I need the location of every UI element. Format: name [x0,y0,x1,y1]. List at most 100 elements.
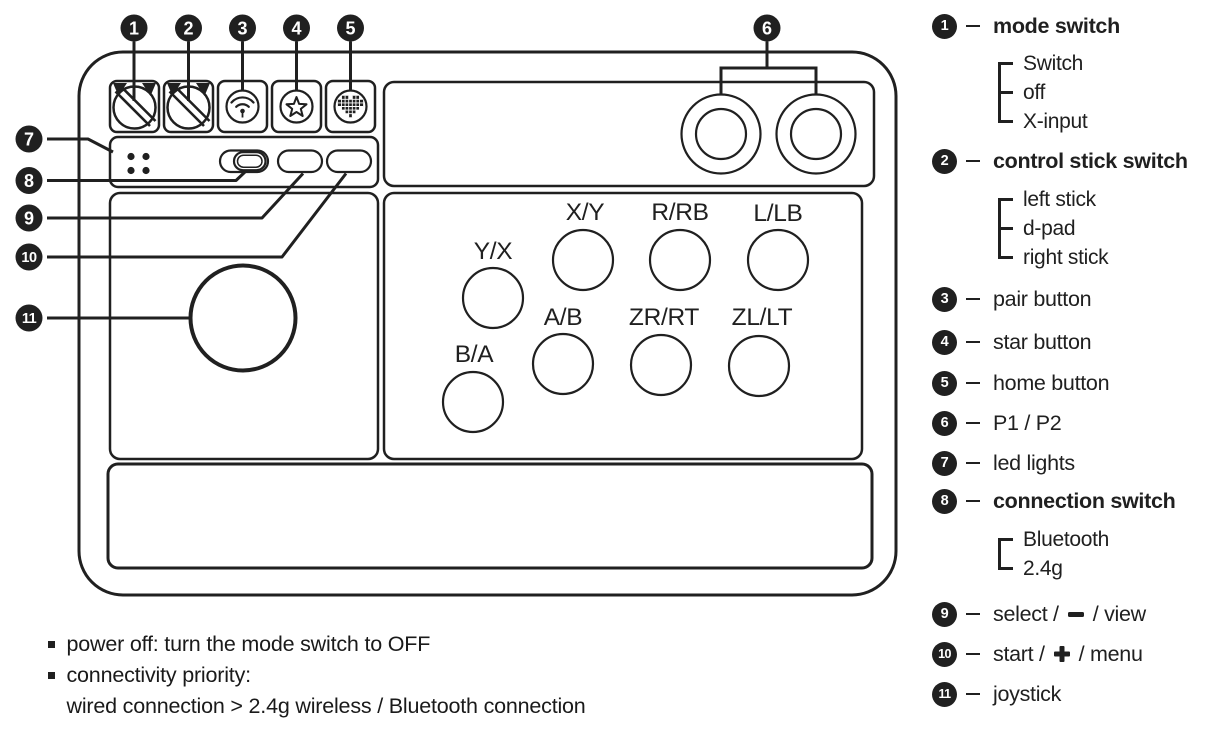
note-text: power off: turn the mode switch to OFF [66,632,431,656]
legend-label: connection switch [993,488,1176,513]
button-label-zllt: ZL/LT [732,304,793,331]
legend-label: star button [993,329,1092,354]
callout-badge-6 [753,14,781,42]
legend-item-pair-button: 3 pair button [932,285,1092,313]
star-icon [285,96,308,117]
callout-num-3: 3 [237,19,247,39]
button-rrb [648,228,712,292]
button-ab [531,332,595,396]
legend-subs-mode: Switch off X-input [998,49,1088,136]
button-xy [551,228,615,292]
legend-item-home-button: 5 home button [932,369,1110,397]
legend-label: control stick switch [993,148,1188,173]
dash-icon [966,421,980,425]
badge-9: 9 [932,601,957,627]
callout-badge-1 [120,14,148,42]
start-pill [325,149,373,174]
button-yx [461,266,525,330]
legend-item-led-lights: 7 led lights [932,449,1075,477]
legend-item-start: 10 start / / menu [932,640,1143,668]
note-connectivity-continuation: wired connection > 2.4g wireless / Bluet… [48,691,586,722]
badge-1: 1 [932,13,957,39]
tree-line [998,539,1001,570]
callout-num-5: 5 [345,19,355,39]
legend-sub-item: off [998,78,1087,107]
badge-7: 7 [932,450,957,476]
callout-num-7: 7 [24,130,34,150]
badge-5: 5 [932,370,957,396]
button-label-ab: A/B [544,304,583,331]
callout-num-6: 6 [762,19,772,39]
callout-badge-10 [15,243,43,271]
dash-icon [966,652,980,656]
button-label-rrb: R/RB [651,199,708,226]
callout-badge-11 [15,304,43,332]
callout-bracket-6 [719,66,818,95]
legend-label: pair button [993,286,1092,311]
dash-icon [966,340,980,344]
legend-label: joystick [993,681,1062,706]
callout-num-11: 11 [22,311,37,327]
callout-badge-3 [229,14,256,42]
p2-button-inner [789,107,843,161]
legend-label: P1 / P2 [993,410,1062,435]
callout-num-9: 9 [24,209,34,229]
button-label-llb: L/LB [753,200,802,227]
legend-sub-item: 2.4g [998,554,1109,583]
connection-toggle [218,149,270,174]
bullet-icon [48,672,55,679]
callout-line-10 [47,172,348,259]
dash-icon [966,159,980,163]
button-zrrt [629,333,693,397]
callout-num-4: 4 [291,19,301,39]
legend-item-connection-switch: 8 connection switch [932,487,1176,515]
note-text: connectivity priority: [66,663,252,687]
badge-4: 4 [932,329,957,355]
note-text: wired connection > 2.4g wireless / Bluet… [66,694,586,718]
legend-subs-stick: left stick d-pad right stick [998,185,1109,272]
legend-label: select / [993,601,1059,626]
note-connectivity: connectivity priority: [48,660,586,691]
legend-item-star-button: 4 star button [932,328,1092,356]
legend-label: / menu [1078,641,1143,666]
callout-num-2: 2 [183,19,193,39]
dash-icon [966,692,980,696]
legend-subs-connection: Bluetooth 2.4g [998,525,1109,583]
callout-num-1: 1 [129,19,139,39]
pair-button [225,89,260,124]
badge-2: 2 [932,148,957,174]
callout-line-8 [47,169,248,182]
dash-icon [966,381,980,385]
dash-icon [966,297,980,301]
legend-sub-item: left stick [998,185,1108,214]
button-label-yx: Y/X [474,238,513,265]
callout-badge-8 [15,167,43,194]
legend-sub-item: Bluetooth [998,525,1109,554]
led-lights [127,152,150,175]
legend-label: mode switch [993,13,1120,38]
bottom-panel [106,462,874,570]
legend-label: home button [993,370,1110,395]
button-label-xy: X/Y [566,199,605,226]
legend-sub-item: right stick [998,243,1109,272]
controller-diagram: Y/X X/Y R/RB L/LB B/A A/B ZR/RT ZL/LT [15,14,898,597]
dash-icon [966,499,980,503]
button-ba [441,370,505,434]
plus-icon [1053,646,1070,662]
legend-item-joystick: 11 joystick [932,680,1061,708]
callout-badge-9 [15,204,43,232]
callout-badge-5 [337,14,364,42]
legend-label: start / [993,641,1045,666]
p1-button-inner [694,107,748,161]
badge-10: 10 [932,641,957,667]
mode-dial-icon [113,83,157,127]
legend-sub-item: X-input [998,107,1088,136]
callout-num-10: 10 [21,250,37,266]
minus-icon [1067,611,1084,617]
legend-item-p1-p2: 6 P1 / P2 [932,409,1062,437]
legend-item-select: 9 select / / view [932,600,1146,628]
legend-item-mode-switch: 1 mode switch [932,12,1120,40]
badge-8: 8 [932,488,957,514]
legend-label: led lights [993,450,1075,475]
stick-dial-icon [167,83,211,127]
